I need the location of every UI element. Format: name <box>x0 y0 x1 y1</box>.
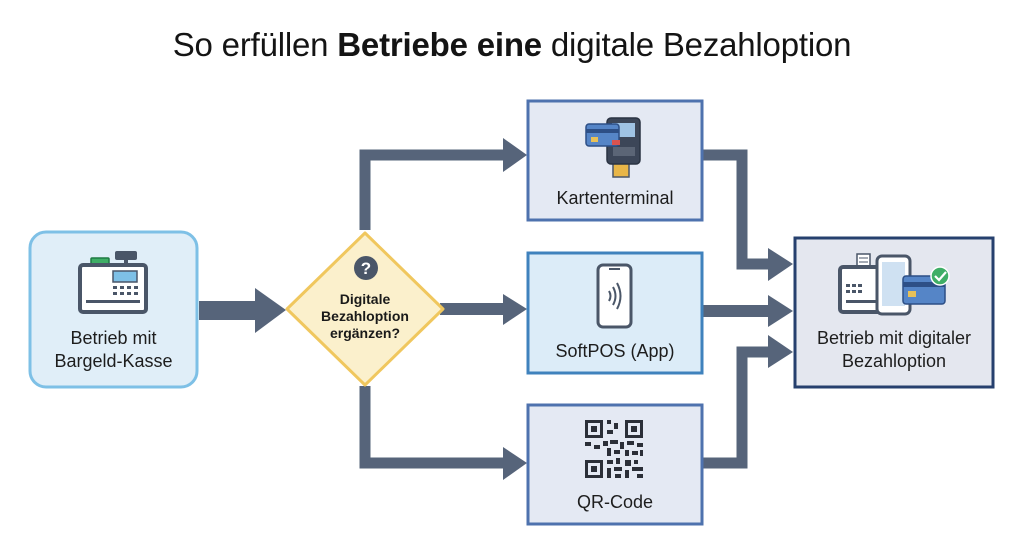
arrow-shaft-decision-to-softpos <box>440 303 506 315</box>
question-icon: ? <box>354 256 378 280</box>
arrowhead-to-qr <box>503 447 527 480</box>
option-qrcode-label: QR-Code <box>576 492 654 512</box>
option-softpos-label: SoftPOS (App) <box>555 341 675 361</box>
arrow-shaft-softpos-to-result <box>703 305 771 317</box>
title-part-1: So erfüllen <box>172 26 338 63</box>
arrowhead-softpos-to-result <box>768 295 793 327</box>
start-node-label: Betrieb mit Bargeld-Kasse <box>30 327 197 373</box>
arrow-shafts <box>199 301 771 320</box>
arrow-shaft-start-to-decision <box>199 301 259 320</box>
register-phone-card-icon <box>838 253 950 316</box>
svg-text:?: ? <box>361 259 371 278</box>
cash-register-icon <box>78 251 148 314</box>
connector-qr-to-result <box>703 346 770 469</box>
option-kartenterminal-label: Kartenterminal <box>556 188 674 208</box>
start-label-line-2: Bargeld-Kasse <box>54 351 173 371</box>
diagram-title: So erfüllen Betriebe eine digitale Bezah… <box>0 26 1024 64</box>
connectors <box>359 149 770 469</box>
arrowhead-to-terminal <box>503 138 527 172</box>
start-label-line-1: Betrieb mit <box>70 328 157 348</box>
connector-terminal-to-result <box>703 149 770 270</box>
result-node-label: Betrieb mit digitaler Bezahloption <box>795 327 993 373</box>
decision-label-line-2: Bezahloption <box>321 308 409 324</box>
title-bold: Betriebe eine <box>337 26 542 63</box>
arrowhead-to-softpos <box>503 294 527 325</box>
card-terminal-icon <box>585 117 641 178</box>
decision-diamond <box>285 231 445 387</box>
decision-label-line-1: Digitale <box>339 291 391 307</box>
arrowhead-terminal-to-result <box>768 248 793 281</box>
smartphone-nfc-icon <box>596 263 633 329</box>
result-label-line-2: Bezahloption <box>841 351 947 371</box>
connector-decision-to-terminal <box>359 149 505 230</box>
arrowhead-qr-to-result <box>768 335 793 368</box>
arrowhead-to-decision <box>255 288 286 333</box>
qr-code-icon <box>585 420 643 478</box>
decision-label: Digitale Bezahloption ergänzen? <box>300 291 430 342</box>
arrowheads <box>255 138 793 480</box>
result-label-line-1: Betrieb mit digitaler <box>816 328 972 348</box>
connector-decision-to-qr <box>359 386 505 469</box>
decision-label-line-3: ergänzen? <box>329 325 400 341</box>
title-part-2: digitale Bezahloption <box>541 26 852 63</box>
